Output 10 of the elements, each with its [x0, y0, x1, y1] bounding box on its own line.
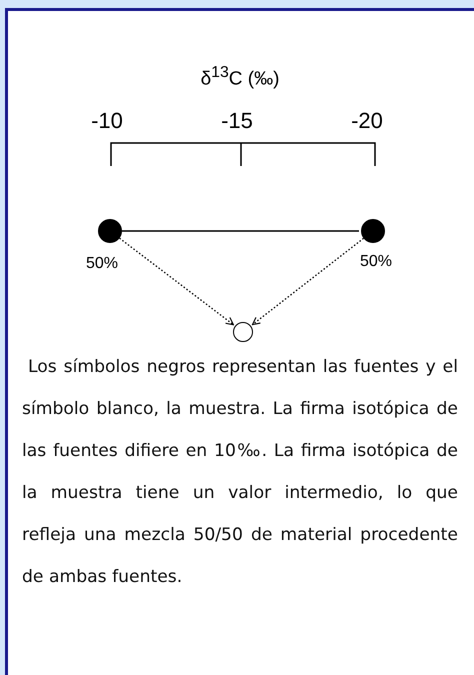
percentage-label: 50% [86, 255, 118, 273]
percentage-label: 50% [360, 253, 392, 271]
dotted-arrow [119, 238, 234, 326]
dotted-arrow [252, 238, 364, 326]
caption-paragraph: Los símbolos negros representan las fuentes y el símbolo blanco, la muestra. La firma isotópica de las fuentes difiere en 10‰. La firma isotópica de la muestra tiene un valor intermedio, lo que refleja una mezcla 50/50 de material procedente de ambas fuentes. [22, 356, 458, 589]
connecting-line [122, 230, 359, 232]
axis-title: δ$^{13}$C (‰) [200, 64, 280, 90]
scale-value: -15 [221, 108, 253, 134]
scale-value: -20 [351, 108, 383, 134]
scale-value: -10 [91, 108, 123, 134]
